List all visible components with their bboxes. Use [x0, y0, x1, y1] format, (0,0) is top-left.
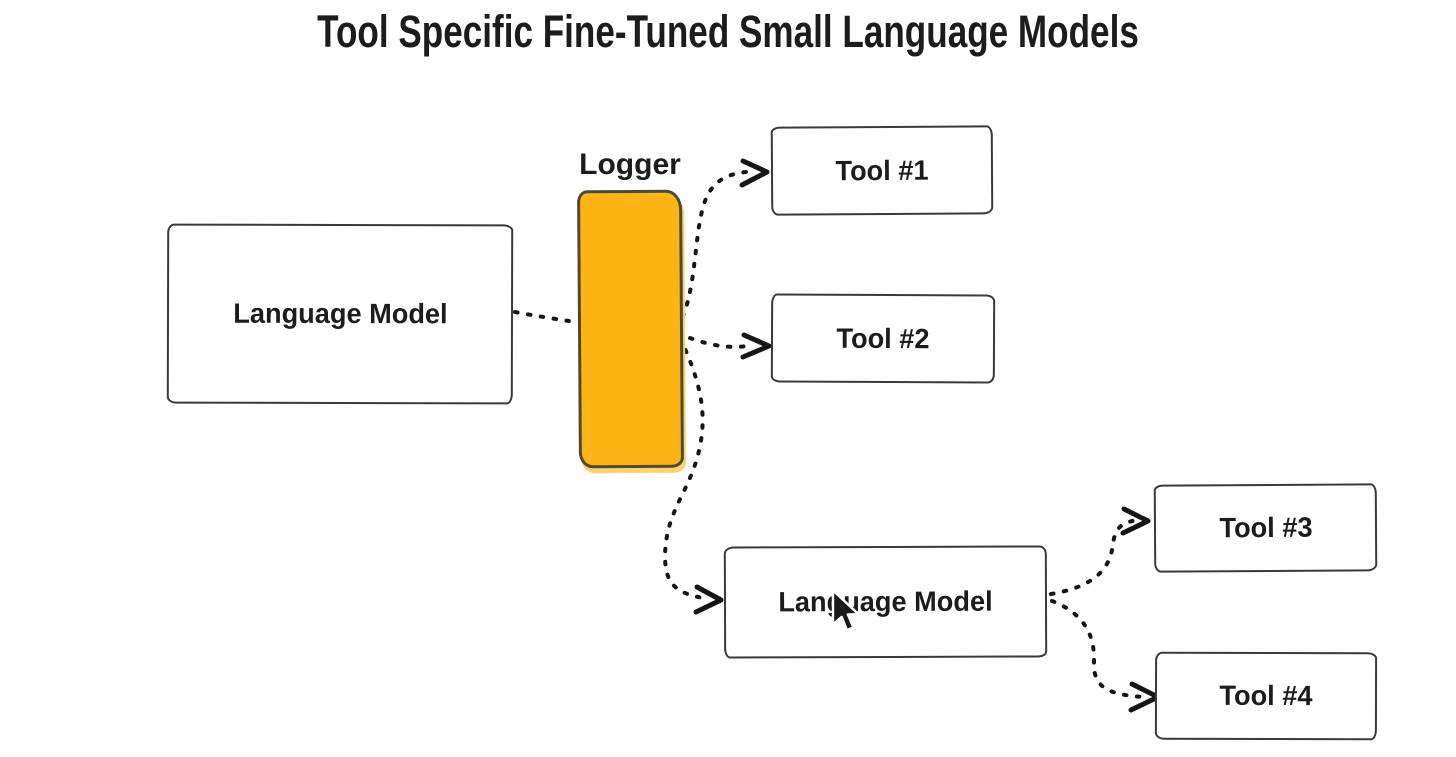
- mouse-cursor-icon: [831, 589, 860, 632]
- node-tool-1-label: Tool #1: [835, 154, 929, 186]
- node-logger-label: Logger: [579, 148, 681, 181]
- arrowhead-tool2: [740, 332, 772, 360]
- arrowhead-lm-bottom: [693, 584, 724, 615]
- node-tool-1: Tool #1: [770, 125, 994, 216]
- node-tool-3-label: Tool #3: [1218, 511, 1313, 544]
- edge-logger-to-tool1: [674, 170, 748, 330]
- node-tool-2: Tool #2: [770, 293, 996, 384]
- arrowhead-tool4: [1128, 681, 1161, 713]
- arrowhead-tool1: [739, 158, 770, 188]
- arrowhead-tool3: [1120, 506, 1151, 536]
- node-tool-2-label: Tool #2: [836, 322, 930, 354]
- node-tool-4: Tool #4: [1154, 651, 1378, 741]
- node-language-model-top: Language Model: [166, 223, 514, 405]
- node-language-model-bottom-label: Language Model: [778, 585, 993, 618]
- node-tool-3: Tool #3: [1153, 483, 1378, 573]
- node-language-model-top-label: Language Model: [232, 297, 448, 330]
- diagram-title: Tool Specific Fine-Tuned Small Language …: [317, 6, 1139, 57]
- node-logger: [577, 189, 684, 469]
- edge-lm-bottom-to-tool4: [1050, 599, 1147, 699]
- node-language-model-bottom: Language Model: [723, 545, 1048, 659]
- edge-lm-top-to-logger: [513, 310, 577, 324]
- node-tool-4-label: Tool #4: [1219, 679, 1313, 712]
- edge-lm-bottom-to-tool3: [1049, 518, 1143, 596]
- edge-logger-to-tool2: [676, 331, 749, 349]
